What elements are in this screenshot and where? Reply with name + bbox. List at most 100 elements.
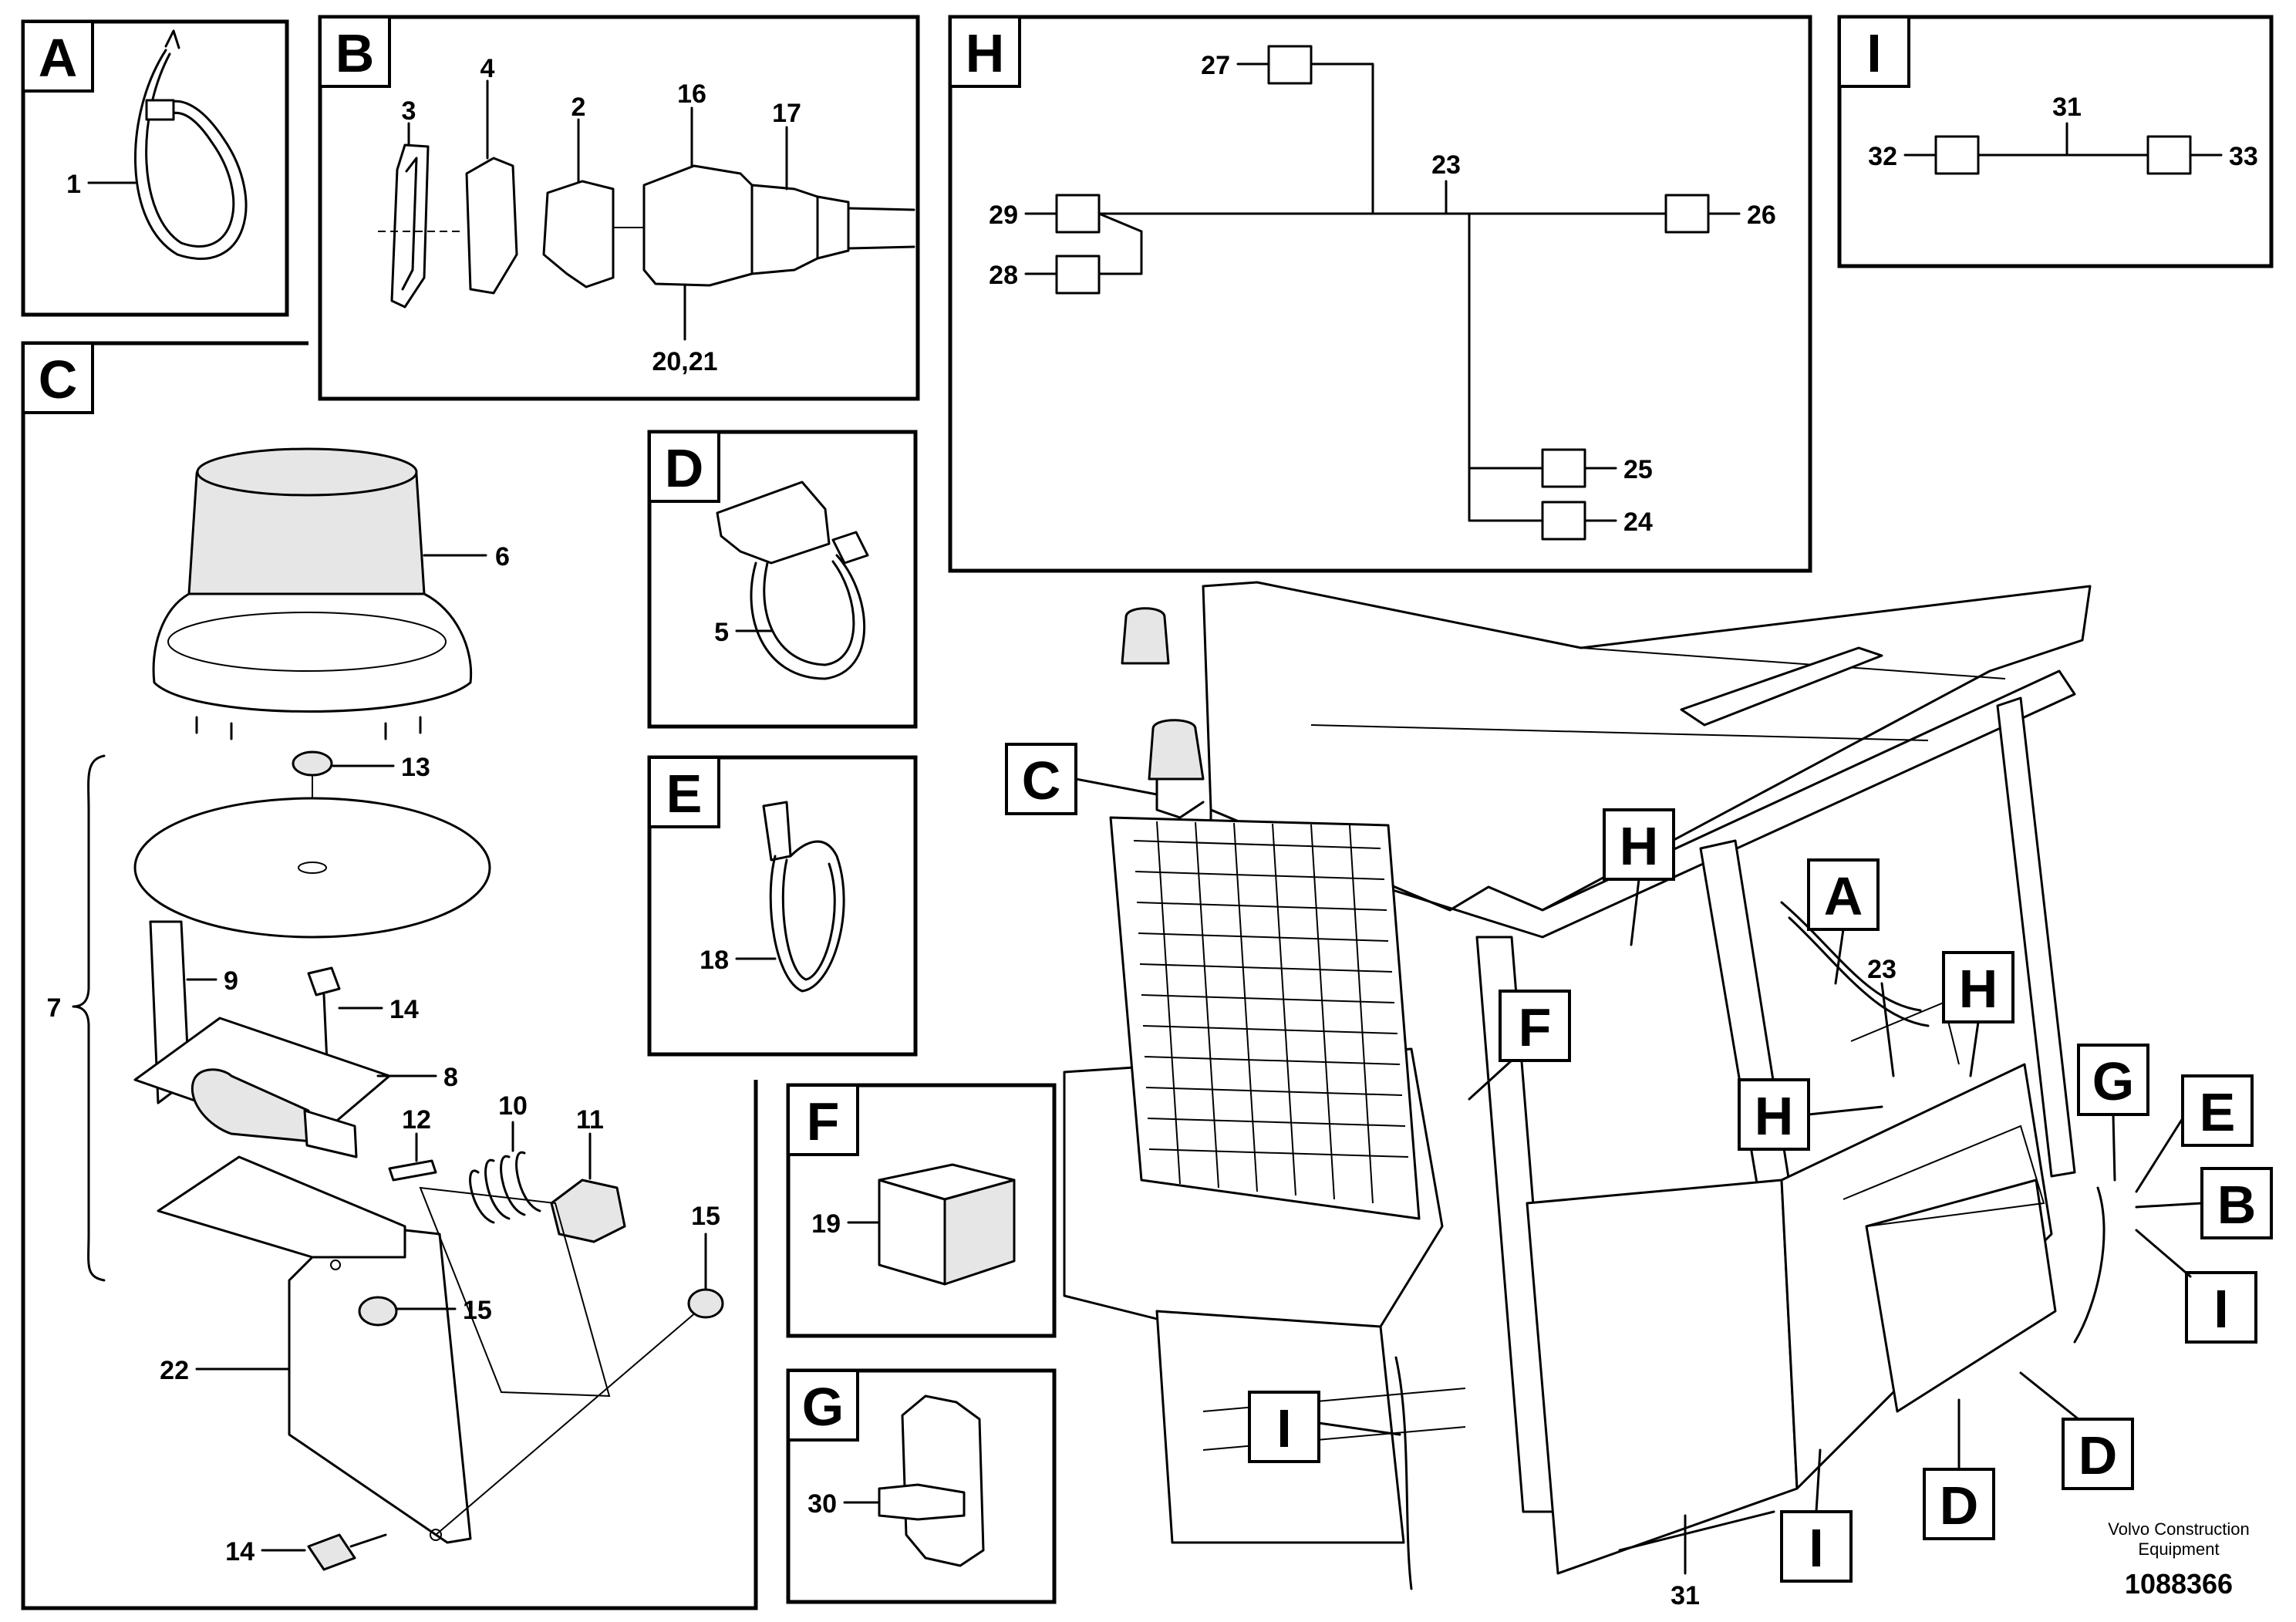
part-label-9: 9 <box>224 966 238 996</box>
callout-f-letter: F <box>1519 997 1552 1057</box>
part-label-18: 18 <box>700 946 729 975</box>
callout-h-3 <box>1738 1078 1810 1151</box>
footer: Volvo Construction Equipment 1088366 <box>2108 1519 2249 1600</box>
part-label-15a: 15 <box>463 1296 492 1325</box>
part-label-32: 32 <box>1868 142 1897 171</box>
brand-line-1: Volvo Construction <box>2108 1519 2249 1539</box>
part-label-3: 3 <box>402 96 416 126</box>
panel-c-badge <box>22 342 94 414</box>
panel-f: F 19 <box>786 1083 1057 1338</box>
panel-b-letter: B <box>335 23 375 83</box>
callout-i-3 <box>1780 1510 1853 1583</box>
cable-tie-loop <box>134 29 248 260</box>
seal-gasket <box>390 143 430 309</box>
part-label-15b: 15 <box>691 1202 720 1231</box>
part-label-33: 33 <box>2229 142 2258 171</box>
panel-i: I 31 32 33 <box>1837 15 2274 268</box>
lock-nut-2 <box>687 1288 724 1319</box>
callout-a <box>1807 858 1880 931</box>
callout-h-3-letter: H <box>1755 1086 1794 1146</box>
panel-f-badge <box>787 1084 859 1156</box>
callout-a-letter: A <box>1824 866 1863 926</box>
cap-nut <box>550 1179 626 1243</box>
callout-e <box>2181 1074 2254 1147</box>
wiring-schematic-i <box>1903 122 2223 175</box>
panel-g-badge <box>787 1369 859 1442</box>
callout-i-2 <box>1248 1391 1320 1463</box>
panel-e: E 18 <box>647 755 918 1057</box>
panel-a: A 1 <box>21 19 289 317</box>
part-label-22: 22 <box>160 1356 189 1385</box>
part-label-17: 17 <box>772 99 801 128</box>
callout-c-letter: C <box>1022 750 1061 811</box>
panel-d-badge <box>648 430 720 503</box>
beacon-lamp <box>152 447 473 740</box>
panel-c-letter: C <box>39 349 78 410</box>
part-label-24: 24 <box>1623 508 1653 537</box>
connector-housing <box>542 180 615 288</box>
panel-h-letter: H <box>966 23 1005 83</box>
part-label-13: 13 <box>401 753 430 782</box>
panel-f-letter: F <box>807 1091 840 1152</box>
panel-g-letter: G <box>802 1377 844 1437</box>
panel-e-letter: E <box>666 764 703 824</box>
panel-c: C 6 13 7 9 14 8 <box>21 341 758 1610</box>
part-label-14a: 14 <box>389 995 419 1024</box>
part-label-5: 5 <box>714 618 729 647</box>
callout-f <box>1499 990 1571 1062</box>
bolt <box>307 966 341 996</box>
cab-illustration <box>1063 581 2106 1590</box>
part-label-10: 10 <box>498 1091 528 1121</box>
part-label-14b: 14 <box>225 1537 255 1566</box>
callout-i-1 <box>2185 1271 2257 1344</box>
part-label-1: 1 <box>66 170 81 199</box>
panel-e-badge <box>648 756 720 828</box>
part-label-29: 29 <box>989 201 1018 230</box>
part-label-31: 31 <box>2052 93 2082 122</box>
panel-d: D 5 <box>647 430 918 729</box>
callout-d-2-letter: D <box>2079 1425 2118 1485</box>
part-label-25: 25 <box>1623 455 1653 484</box>
connector-boot <box>750 184 819 275</box>
callout-c <box>1005 743 1077 815</box>
part-label-7: 7 <box>47 993 62 1023</box>
callout-g-letter: G <box>2092 1051 2134 1111</box>
connector-cover <box>465 157 518 295</box>
bolt-2 <box>307 1533 356 1571</box>
callout-d-1 <box>1923 1468 1995 1540</box>
panel-a-letter: A <box>39 28 78 88</box>
callout-d-1-letter: D <box>1940 1475 1979 1536</box>
mount-bracket <box>157 1155 406 1259</box>
part-label-4: 4 <box>480 54 495 83</box>
part-label-26: 26 <box>1747 201 1776 230</box>
brand-line-2: Equipment <box>2138 1539 2219 1559</box>
part-label-20-21: 20,21 <box>652 347 717 376</box>
callout-e-letter: E <box>2200 1082 2236 1142</box>
callouts: C H A 23 H F H G E B <box>1005 743 2273 1610</box>
part-label-11: 11 <box>576 1105 604 1135</box>
callout-h-1-letter: H <box>1620 816 1659 876</box>
panel-i-letter: I <box>1866 23 1881 83</box>
callout-i-1-letter: I <box>2213 1279 2228 1339</box>
part-label-23: 23 <box>1431 150 1461 180</box>
callout-h-2-letter: H <box>1959 959 1998 1019</box>
part-label-30: 30 <box>807 1489 837 1519</box>
wiring-schematic-h <box>1024 45 1741 541</box>
callout-d-2 <box>2062 1418 2134 1490</box>
callout-label-23: 23 <box>1867 955 1896 984</box>
clip-with-strap <box>716 481 831 565</box>
panel-a-badge <box>22 20 94 93</box>
spring <box>469 1151 541 1224</box>
part-label-16: 16 <box>677 79 706 109</box>
callout-label-31: 31 <box>1671 1581 1700 1610</box>
mounting-plate <box>133 797 491 939</box>
callout-i-2-letter: I <box>1276 1398 1291 1458</box>
callout-h-2 <box>1942 951 2014 1023</box>
part-label-19: 19 <box>811 1209 841 1239</box>
part-label-6: 6 <box>495 542 510 572</box>
connector-cap <box>901 1394 985 1567</box>
panel-g: G 30 <box>786 1368 1057 1604</box>
part-label-28: 28 <box>989 261 1018 290</box>
callout-b <box>2200 1167 2273 1239</box>
